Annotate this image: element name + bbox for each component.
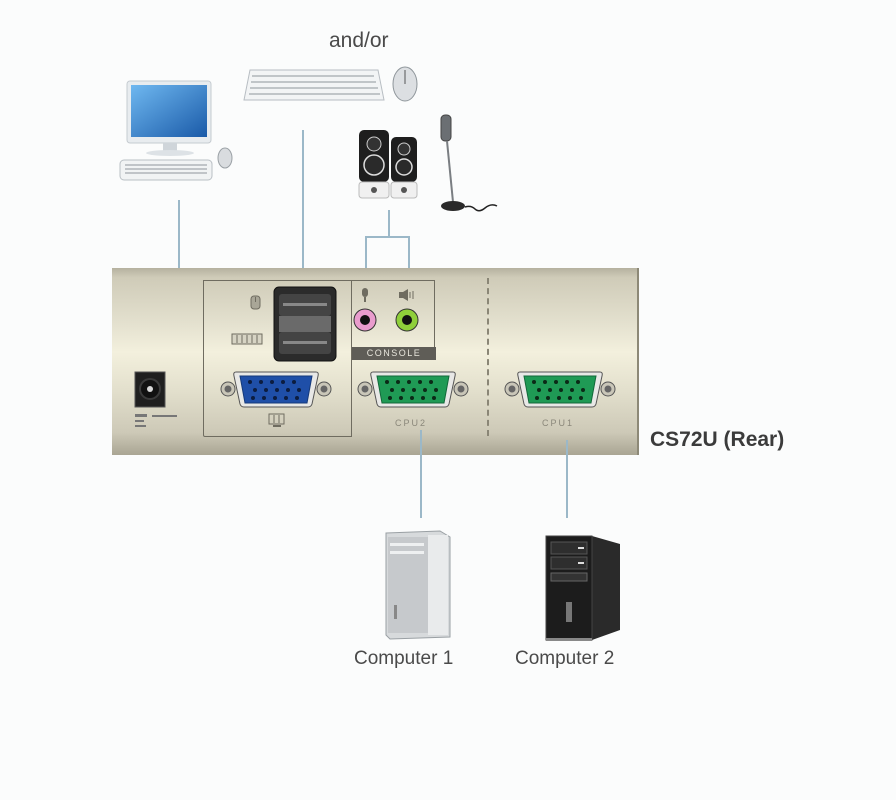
speaker-jack[interactable]	[394, 307, 420, 333]
cable-speaker	[408, 236, 410, 270]
speaker-icon	[399, 289, 414, 301]
rear-panel	[112, 268, 639, 455]
audio-section-border	[350, 280, 435, 348]
computer-2-icon	[545, 535, 620, 641]
computer-1-label: Computer 1	[354, 648, 454, 669]
cpu1-label: CPU1	[542, 418, 575, 428]
keyboard-icon	[231, 333, 263, 345]
cable-mic	[365, 236, 367, 270]
cable-computer-2	[566, 440, 568, 518]
mic-jack[interactable]	[352, 307, 378, 333]
desktop-computer-icon	[119, 80, 233, 181]
speakers-icon	[358, 130, 418, 199]
cable-audio-split	[365, 236, 410, 238]
usb-keyboard-mouse-icon	[243, 66, 418, 102]
power-jack[interactable]	[132, 370, 212, 438]
console-section-border	[203, 280, 352, 437]
mic-icon	[362, 288, 368, 302]
cable-usb-keyboard	[302, 130, 304, 270]
mouse-icon	[250, 295, 261, 310]
cpu2-vga-port[interactable]	[355, 368, 471, 410]
computer-2-label: Computer 2	[515, 648, 615, 669]
cpu1-vga-port[interactable]	[502, 368, 618, 410]
model-label: CS72U (Rear)	[650, 428, 785, 451]
section-divider	[487, 278, 489, 436]
microphone-icon	[440, 114, 498, 212]
cable-computer-1	[420, 430, 422, 518]
cable-audio	[388, 210, 390, 236]
computer-1-icon	[385, 530, 451, 640]
usb-ports[interactable]	[273, 286, 337, 362]
console-vga-port[interactable]	[218, 368, 334, 410]
cpu2-label: CPU2	[395, 418, 428, 428]
and-or-label: and/or	[329, 29, 389, 52]
monitor-icon	[268, 413, 285, 427]
console-label: CONSOLE	[352, 347, 436, 360]
